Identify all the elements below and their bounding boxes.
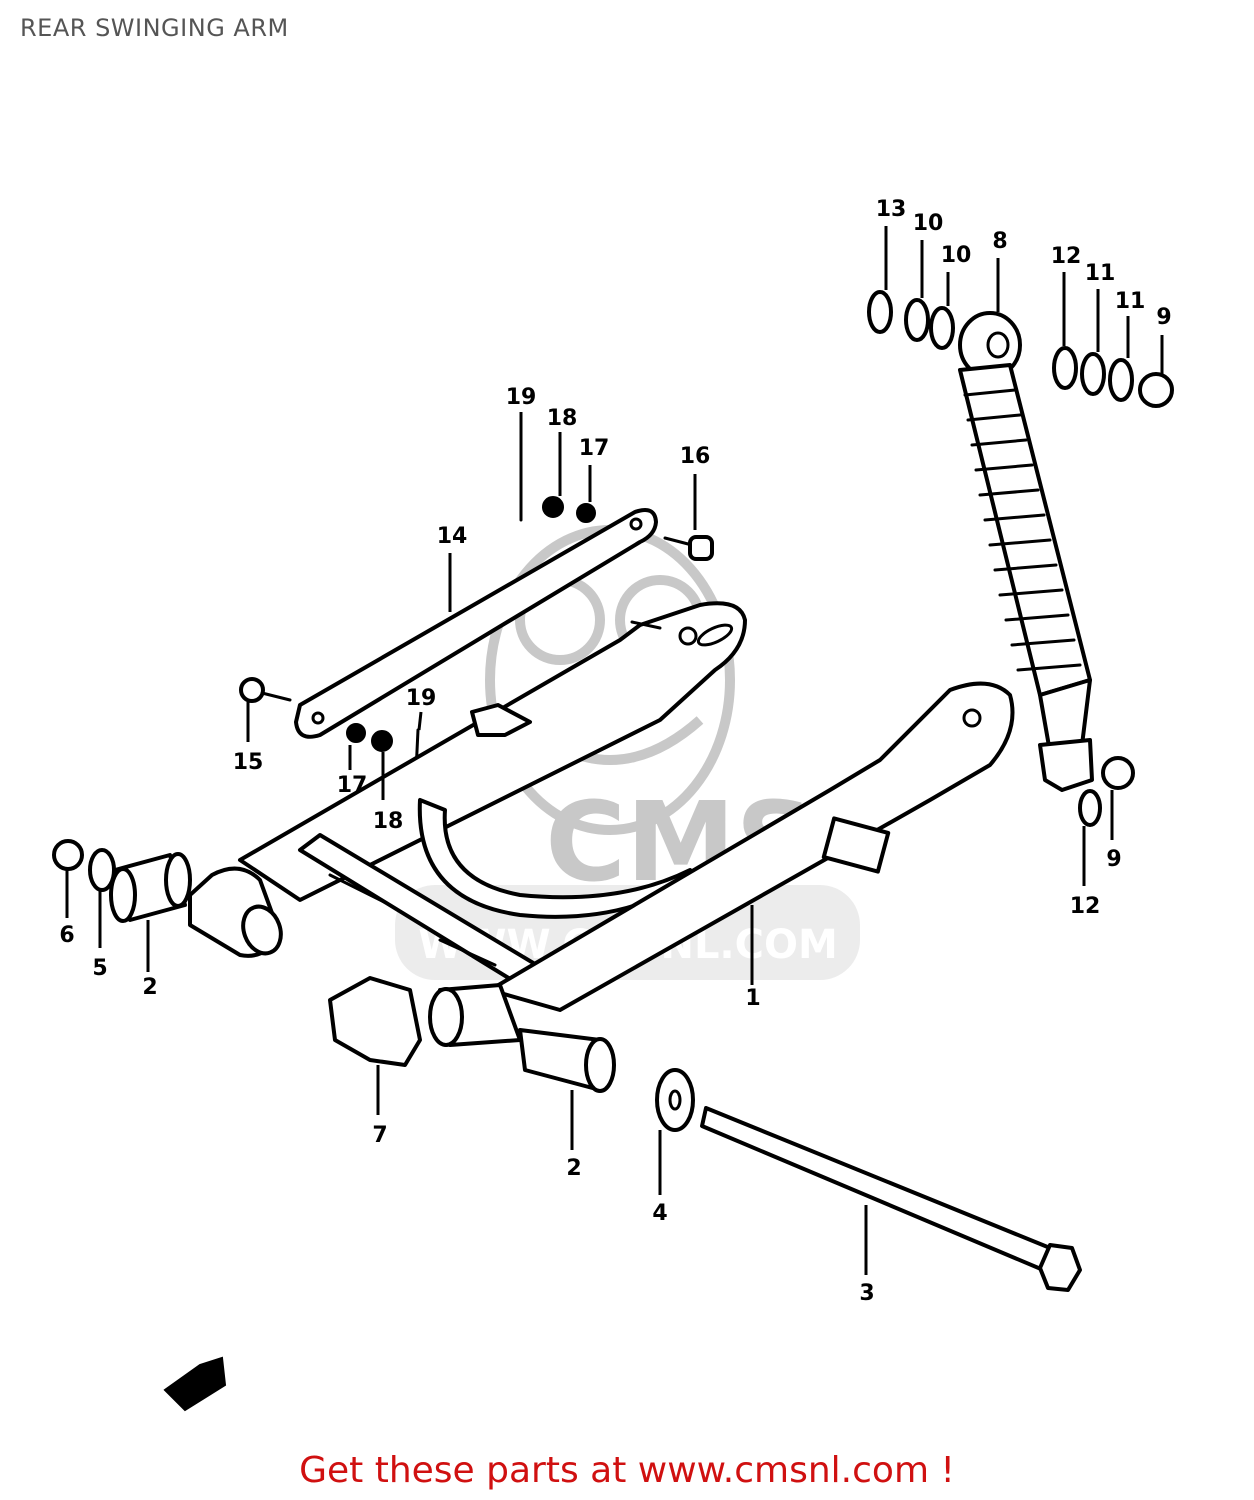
part-10-washer-a xyxy=(904,298,930,342)
callout-16: 16 xyxy=(680,444,711,469)
callout-17-bottom: 17 xyxy=(337,773,368,798)
part-11-washer-a xyxy=(1080,352,1106,396)
callout-1: 1 xyxy=(745,986,760,1011)
callout-11-b: 11 xyxy=(1115,289,1146,314)
part-12-washer-bottom xyxy=(1078,789,1102,827)
part-12-washer-top xyxy=(1052,346,1078,390)
callout-5: 5 xyxy=(92,956,107,981)
callout-9-top: 9 xyxy=(1156,305,1171,330)
callout-17-top: 17 xyxy=(579,436,610,461)
part-2-bushing-left xyxy=(109,852,192,923)
part-14-torque-arm xyxy=(294,508,658,739)
part-9-nut-bottom xyxy=(1101,756,1135,790)
part-9-nut-top xyxy=(1138,372,1174,408)
front-direction-arrow-icon xyxy=(163,1356,227,1412)
callout-14: 14 xyxy=(437,524,468,549)
leader-lines xyxy=(65,226,1164,1275)
callout-12-bottom: 12 xyxy=(1070,894,1101,919)
callout-19-top: 19 xyxy=(506,385,537,410)
callout-4: 4 xyxy=(652,1201,667,1226)
part-13-washer xyxy=(867,290,893,334)
callout-7: 7 xyxy=(372,1123,387,1148)
part-10-washer-b xyxy=(929,306,955,350)
callout-9-bottom: 9 xyxy=(1106,847,1121,872)
part-3-pivot-bolt xyxy=(700,1106,1082,1292)
part-7-chain-buffer xyxy=(328,976,422,1067)
part-6-nut xyxy=(52,839,84,871)
part-4-washer xyxy=(655,1068,695,1132)
part-18-nut-top xyxy=(542,496,564,518)
part-18-nut-bottom xyxy=(371,730,393,752)
callout-11-a: 11 xyxy=(1085,261,1116,286)
callout-18-bottom: 18 xyxy=(373,809,404,834)
callout-2-left: 2 xyxy=(142,975,157,1000)
callout-2-right: 2 xyxy=(566,1156,581,1181)
callout-3: 3 xyxy=(859,1281,874,1306)
callout-13: 13 xyxy=(876,197,907,222)
callout-8: 8 xyxy=(992,229,1007,254)
callout-6: 6 xyxy=(59,923,74,948)
part-2-bushing-right xyxy=(518,1028,616,1093)
part-17-washer-bottom xyxy=(346,723,366,743)
part-5-washer xyxy=(88,848,116,892)
part-11-washer-b xyxy=(1108,358,1134,402)
part-1-swinging-arm xyxy=(238,601,1015,1012)
left-pivot-tube xyxy=(188,866,283,958)
callout-18-top: 18 xyxy=(547,406,578,431)
callout-10-b: 10 xyxy=(941,243,972,268)
part-15-bolt xyxy=(239,677,292,703)
part-17-washer-top xyxy=(576,503,596,523)
callout-19-bottom: 19 xyxy=(406,686,437,711)
part-16-bolt xyxy=(663,535,714,561)
callout-12-top: 12 xyxy=(1051,244,1082,269)
callout-labels: 1 2 2 3 4 5 6 7 8 9 9 10 10 11 11 12 12 … xyxy=(59,197,1171,1306)
callout-10-a: 10 xyxy=(913,211,944,236)
part-8-shock-absorber xyxy=(958,311,1094,792)
footer-link[interactable]: Get these parts at www.cmsnl.com ! xyxy=(299,1450,955,1491)
page-title: REAR SWINGING ARM xyxy=(20,14,289,42)
callout-15: 15 xyxy=(233,750,264,775)
